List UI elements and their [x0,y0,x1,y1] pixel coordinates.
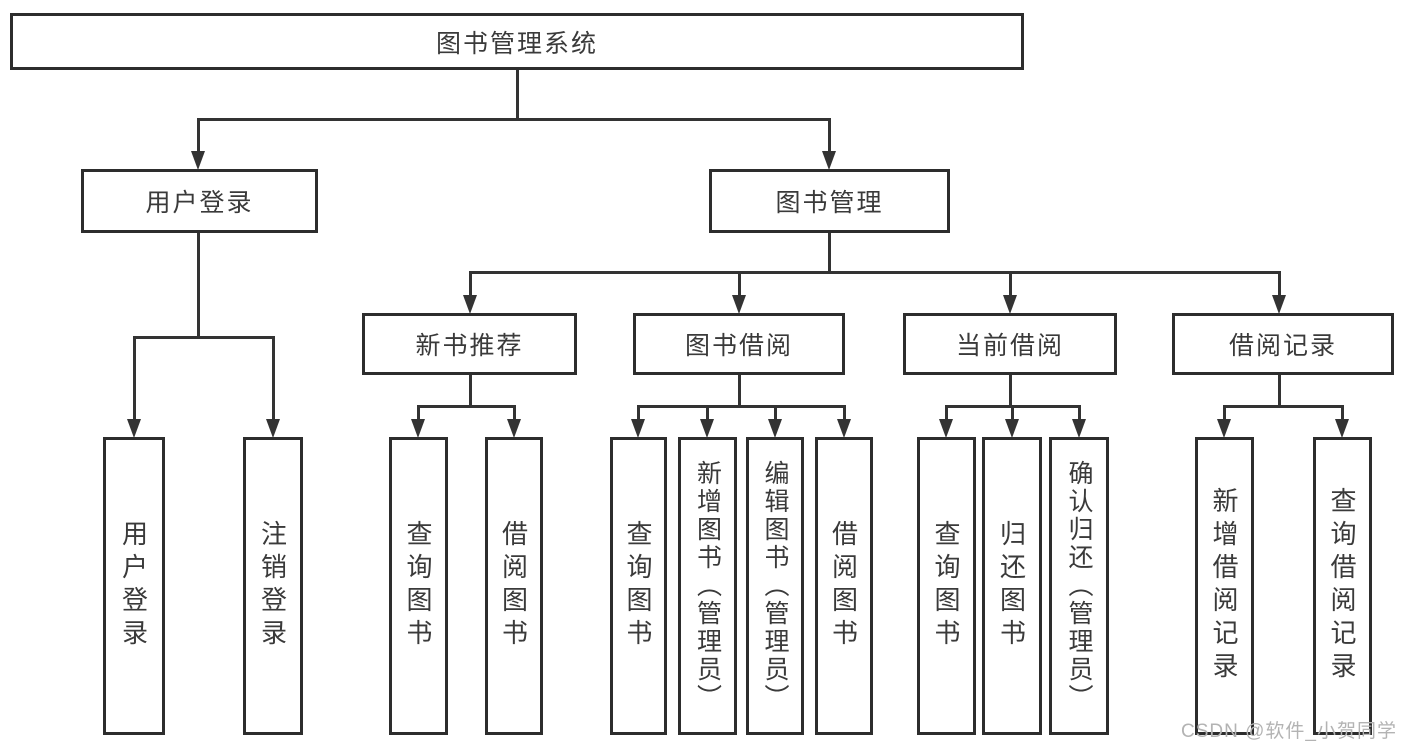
leaf-add-books-admin: 新增图书（管理员） [678,437,737,735]
connector-line [1341,405,1344,421]
node-current-borrowing: 当前借阅 [903,313,1117,375]
node-book-management-branch: 图书管理 [709,169,950,233]
arrowhead-down-icon [1335,419,1349,438]
arrowhead-down-icon [1272,295,1286,314]
leaf-confirm-return-admin: 确认归还（管理员） [1049,437,1109,735]
leaf-return-books: 归还图书 [982,437,1042,735]
connector-line [738,271,741,298]
connector-line [1278,271,1281,298]
connector-line [828,233,831,274]
leaf-query-books: 查询图书 [389,437,448,735]
arrowhead-down-icon [822,151,836,170]
arrowhead-down-icon [127,419,141,438]
connector-line [197,233,200,336]
connector-line [417,405,516,408]
connector-line [513,405,516,421]
connector-line [706,405,709,421]
connector-line [1009,271,1012,298]
arrowhead-down-icon [191,151,205,170]
arrowhead-down-icon [1003,295,1017,314]
arrowhead-down-icon [700,419,714,438]
leaf-user-login: 用户登录 [103,437,165,735]
leaf-query-books: 查询图书 [610,437,667,735]
connector-line [133,336,274,339]
csdn-watermark: CSDN @软件_小贺同学 [1181,721,1397,742]
connector-line [637,405,846,408]
connector-line [1078,405,1081,421]
connector-line [843,405,846,421]
leaf-query-books: 查询图书 [917,437,976,735]
arrowhead-down-icon [768,419,782,438]
arrowhead-down-icon [411,419,425,438]
connector-line [774,405,777,421]
arrowhead-down-icon [1005,419,1019,438]
connector-line [1223,405,1226,421]
arrowhead-down-icon [939,419,953,438]
arrowhead-down-icon [1072,419,1086,438]
connector-line [417,405,420,421]
node-library-management-system: 图书管理系统 [10,13,1024,70]
connector-line [197,118,831,121]
connector-line [1278,375,1281,408]
node-book-borrowing: 图书借阅 [633,313,845,375]
leaf-borrow-books: 借阅图书 [815,437,873,735]
arrowhead-down-icon [732,295,746,314]
connector-line [738,375,741,408]
arrowhead-down-icon [837,419,851,438]
connector-line [828,118,831,154]
node-new-book-recommend: 新书推荐 [362,313,577,375]
leaf-add-borrow-record: 新增借阅记录 [1195,437,1254,735]
connector-line [637,405,640,421]
leaf-logout: 注销登录 [243,437,303,735]
arrowhead-down-icon [631,419,645,438]
node-user-login-branch: 用户登录 [81,169,318,233]
arrowhead-down-icon [507,419,521,438]
connector-line [516,70,519,118]
arrowhead-down-icon [1217,419,1231,438]
connector-line [469,271,1281,274]
arrowhead-down-icon [266,419,280,438]
connector-line [197,118,200,154]
leaf-borrow-books: 借阅图书 [485,437,543,735]
connector-line [1011,405,1014,421]
connector-line [133,336,136,420]
leaf-edit-books-admin: 编辑图书（管理员） [746,437,804,735]
connector-line [945,405,948,421]
connector-line [469,271,472,298]
node-borrowing-records: 借阅记录 [1172,313,1394,375]
connector-line [272,336,275,420]
connector-line [1009,375,1012,408]
leaf-query-borrow-record: 查询借阅记录 [1313,437,1372,735]
connector-line [1223,405,1344,408]
connector-line [469,375,472,408]
arrowhead-down-icon [463,295,477,314]
